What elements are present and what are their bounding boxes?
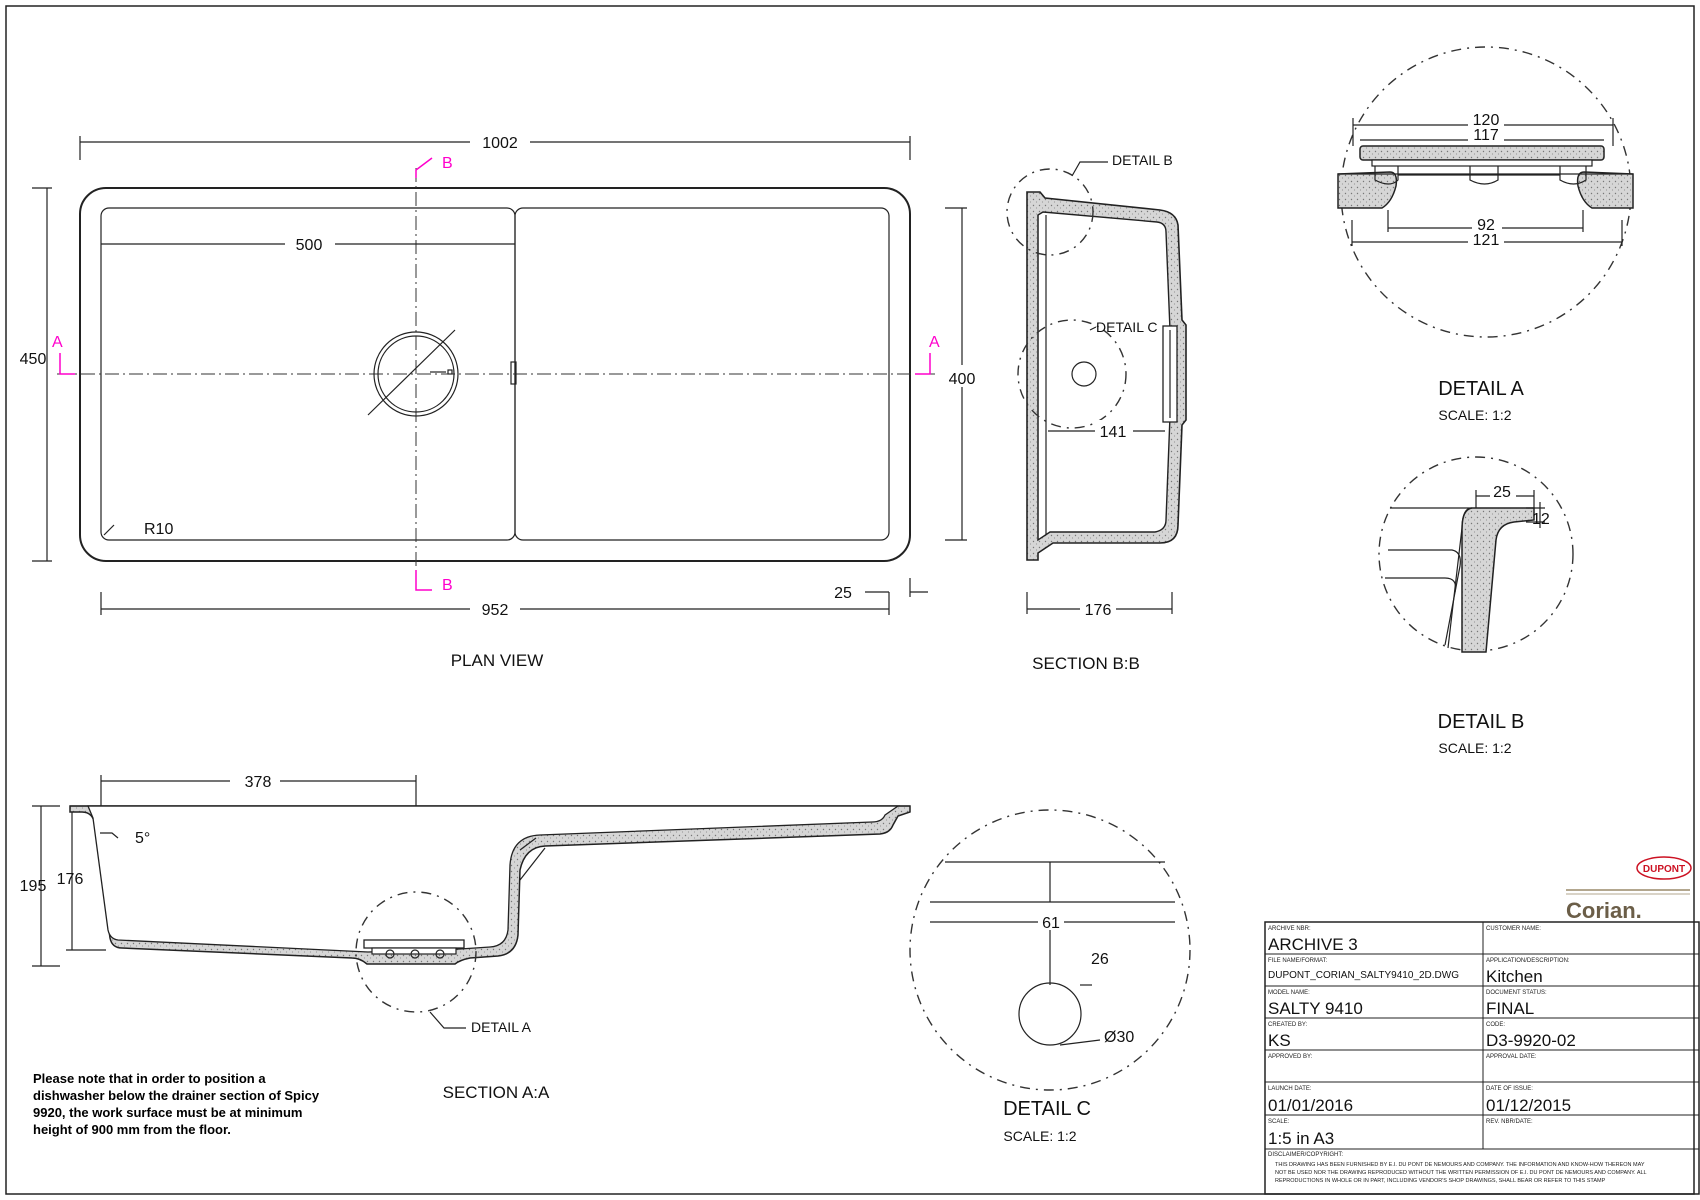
title-block: ARCHIVE NBR: ARCHIVE 3 CUSTOMER NAME: FI… [1264, 921, 1700, 1195]
detail-c-label: DETAIL C [1096, 319, 1157, 335]
svg-text:CUSTOMER NAME:: CUSTOMER NAME: [1486, 926, 1541, 932]
section-marker-b-top: B [442, 155, 453, 172]
detail-b-callout [1006, 168, 1094, 256]
drawing-scale: 1:5 in A3 [1268, 1129, 1334, 1148]
plan-view-title: PLAN VIEW [451, 651, 544, 670]
svg-text:APPLICATION/DESCRIPTION:: APPLICATION/DESCRIPTION: [1486, 958, 1570, 964]
detail-c-title: DETAIL C [1003, 1098, 1091, 1120]
overflow-slot [510, 361, 517, 385]
svg-text:LAUNCH DATE:: LAUNCH DATE: [1268, 1086, 1312, 1092]
dim-overall-depth: 450 [20, 351, 47, 368]
section-marker-a-left: A [52, 334, 63, 351]
detail-c-scale: SCALE: 1:2 [1003, 1128, 1076, 1144]
detail-a-dim-92: 92 [1477, 217, 1495, 234]
section-aa: DETAIL A 378 195 176 5° SECTION A:A [20, 769, 911, 1102]
created-by: KS [1268, 1031, 1291, 1050]
svg-text:DOCUMENT STATUS:: DOCUMENT STATUS: [1486, 990, 1547, 996]
document-status: FINAL [1486, 999, 1534, 1018]
section-bb-title: SECTION B:B [1032, 654, 1140, 673]
section-bb: DETAIL B DETAIL C 141 176 SECTION B:B [1006, 152, 1187, 673]
dim-bowl-width: 500 [296, 237, 323, 254]
launch-date: 01/01/2016 [1268, 1096, 1353, 1115]
detail-a-dim-120: 120 [1473, 112, 1500, 129]
svg-text:ARCHIVE NBR:: ARCHIVE NBR: [1268, 926, 1311, 932]
dim-176-bb: 176 [1085, 602, 1112, 619]
plan-view: 1002 500 450 400 952 25 R10 A A [20, 130, 978, 670]
svg-text:CODE:: CODE: [1486, 1022, 1505, 1028]
detail-c-dim-30: Ø30 [1104, 1029, 1134, 1046]
dim-overall-width: 1002 [482, 135, 518, 152]
svg-text:DISCLAIMER/COPYRIGHT:: DISCLAIMER/COPYRIGHT: [1268, 1152, 1343, 1158]
sheet-border [5, 5, 1695, 1195]
detail-a-title: DETAIL A [1438, 378, 1524, 400]
svg-text:FILE NAME/FORMAT:: FILE NAME/FORMAT: [1268, 958, 1328, 964]
overflow-hole [1071, 361, 1097, 387]
detail-a-dim-121: 121 [1473, 232, 1500, 249]
dim-inner-length: 952 [482, 602, 509, 619]
date-of-issue: 01/12/2015 [1486, 1096, 1571, 1115]
detail-b-label: DETAIL B [1112, 152, 1173, 168]
dishwasher-note: Please note that in order to position a … [33, 1071, 320, 1137]
section-aa-title: SECTION A:A [443, 1083, 550, 1102]
detail-c-dim-26: 26 [1091, 951, 1109, 968]
dupont-oval-icon [1636, 856, 1692, 880]
detail-c-callout [1017, 319, 1127, 429]
svg-text:APPROVAL DATE:: APPROVAL DATE: [1486, 1054, 1537, 1060]
disclaimer-line-3: REPRODUCTIONS IN WHOLE OR IN PART, INCLU… [1275, 1178, 1606, 1184]
svg-text:MODEL NAME:: MODEL NAME: [1268, 990, 1310, 996]
disclaimer-line-2: NOT BE USED NOR THE DRAWING REPRODUCED W… [1275, 1170, 1647, 1176]
section-marker-a-right: A [929, 334, 940, 351]
detail-b-dim-12: 12 [1532, 511, 1550, 528]
detail-b-scale: SCALE: 1:2 [1438, 740, 1511, 756]
detail-a-scale: SCALE: 1:2 [1438, 407, 1511, 423]
dim-195: 195 [20, 878, 47, 895]
detail-b-dim-25: 25 [1493, 484, 1511, 501]
corian-logo: DUPONT Corian. [1566, 856, 1692, 923]
file-name: DUPONT_CORIAN_SALTY9410_2D.DWG [1268, 970, 1459, 981]
code: D3-9920-02 [1486, 1031, 1576, 1050]
detail-a-callout [355, 891, 477, 1013]
detail-c-hole [1018, 982, 1082, 1046]
application: Kitchen [1486, 967, 1543, 986]
svg-text:CREATED BY:: CREATED BY: [1268, 1022, 1308, 1028]
dim-edge: 25 [834, 585, 852, 602]
disclaimer-line-1: THIS DRAWING HAS BEEN FURNISHED BY E.I. … [1275, 1162, 1645, 1168]
waste-outlet [373, 331, 459, 417]
section-marker-b-bottom: B [442, 577, 453, 594]
svg-text:SCALE:: SCALE: [1268, 1119, 1290, 1125]
radius-label: R10 [144, 521, 173, 538]
detail-c: 61 26 Ø30 DETAIL C SCALE: 1:2 [909, 809, 1191, 1144]
dupont-logo-text: DUPONT [1643, 864, 1685, 875]
detail-b: 25 12 DETAIL B SCALE: 1:2 [1378, 456, 1574, 756]
draft-angle: 5° [135, 830, 150, 847]
detail-a-dim-117: 117 [1473, 127, 1499, 144]
detail-a: 120 117 92 121 DETAIL A SCALE: 1:2 [1337, 46, 1634, 423]
detail-c-dim-61: 61 [1042, 915, 1060, 932]
corian-brand-text: Corian. [1566, 898, 1642, 923]
svg-text:DATE OF ISSUE:: DATE OF ISSUE: [1486, 1086, 1533, 1092]
dim-176-aa: 176 [57, 871, 84, 888]
svg-text:APPROVED BY:: APPROVED BY: [1268, 1054, 1313, 1060]
model-name: SALTY 9410 [1268, 999, 1363, 1018]
dim-141: 141 [1100, 424, 1127, 441]
archive-nbr: ARCHIVE 3 [1268, 935, 1358, 954]
detail-b-title: DETAIL B [1438, 711, 1525, 733]
detail-a-label: DETAIL A [471, 1019, 532, 1035]
svg-text:REV. NBR/DATE:: REV. NBR/DATE: [1486, 1119, 1533, 1125]
dim-inner-depth: 400 [949, 371, 976, 388]
dim-378: 378 [245, 774, 272, 791]
